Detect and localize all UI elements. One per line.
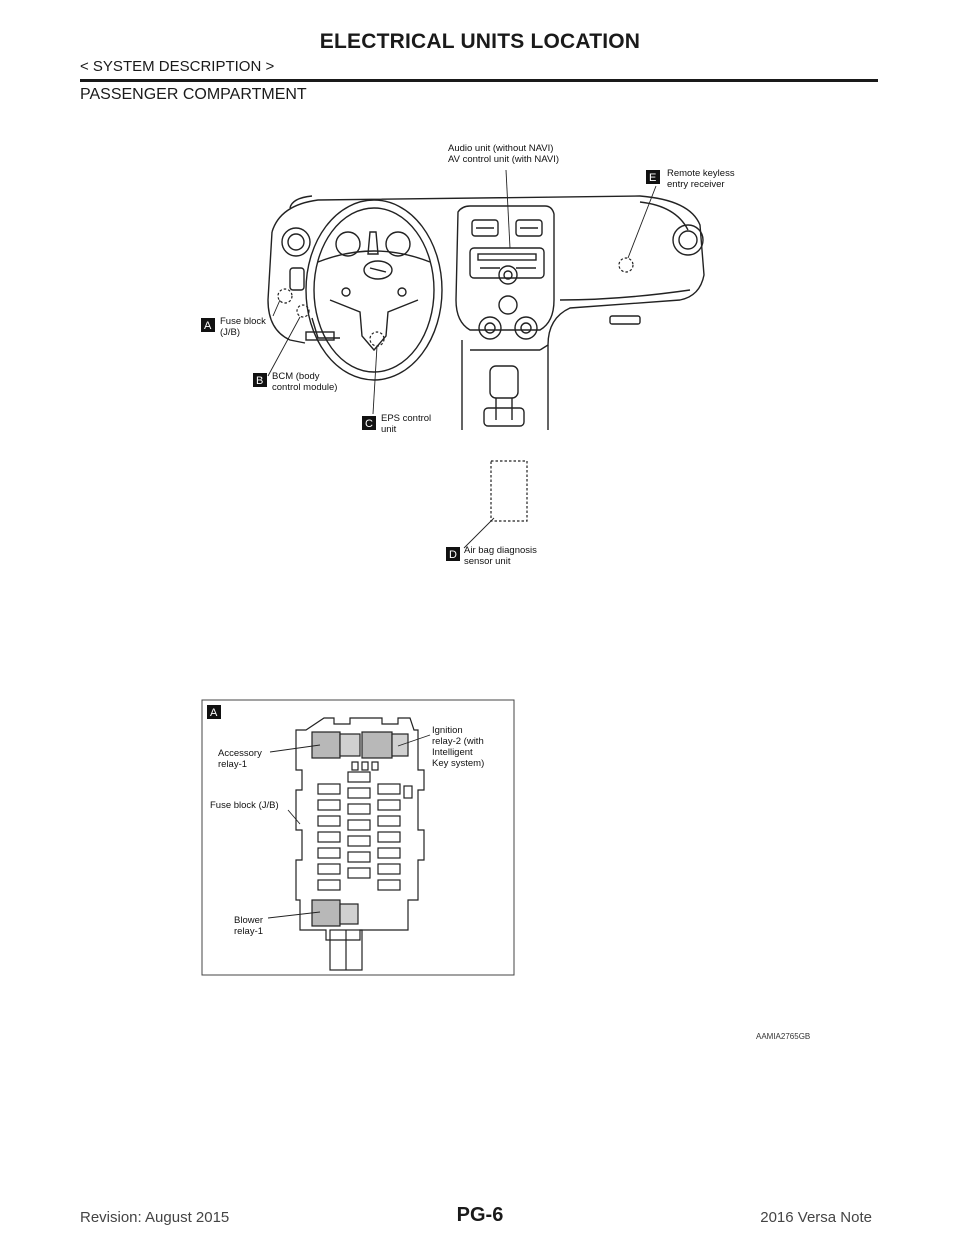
accessory-relay-label-line2: relay-1: [218, 759, 247, 770]
callout-d: D Air bag diagnosis sensor unit: [446, 545, 537, 567]
callout-a-letter: A: [204, 320, 212, 332]
bcm-label-line2: control module): [272, 382, 337, 393]
callout-a-tag: [201, 318, 215, 332]
ignition-relay-label-line1: Ignition: [432, 725, 463, 736]
eps-label-line2: unit: [381, 424, 397, 435]
eps-label-line1: EPS control: [381, 413, 431, 424]
blower-relay-label-line2: relay-1: [234, 926, 263, 937]
dashboard-illustration: [267, 169, 705, 549]
ignition-relay-label-line4: Key system): [432, 758, 484, 769]
page-title: ELECTRICAL UNITS LOCATION: [319, 30, 641, 53]
header-rule: [80, 79, 878, 82]
airbag-label-line1: Air bag diagnosis: [464, 545, 537, 556]
audio-unit-label-line1: Audio unit (without NAVI): [448, 143, 553, 154]
ignition-relay-label-line3: Intelligent: [432, 747, 473, 758]
airbag-label-line2: sensor unit: [464, 556, 511, 567]
callout-c: C EPS control unit: [362, 413, 431, 435]
bcm-label-line1: BCM (body: [272, 371, 320, 382]
footer-model: 2016 Versa Note: [760, 1209, 872, 1226]
ignition-relay-label-line2: relay-2 (with: [432, 736, 484, 747]
remote-keyless-label-line2: entry receiver: [667, 179, 725, 190]
subsection-title: PASSENGER COMPARTMENT: [80, 86, 307, 103]
callout-e: E Remote keyless entry receiver: [646, 168, 735, 190]
callout-d-letter: D: [449, 549, 457, 561]
callout-c-tag: [362, 416, 376, 430]
callout-a: A Fuse block (J/B): [201, 316, 266, 338]
fuse-block-drawing: [267, 717, 431, 971]
footer-revision: Revision: August 2015: [80, 1209, 230, 1226]
figure-image-id: AAMIA2765GB: [756, 1032, 811, 1041]
blower-relay-label-line1: Blower: [234, 915, 263, 926]
audio-unit-label-line2: AV control unit (with NAVI): [448, 154, 559, 165]
callout-c-letter: C: [365, 418, 373, 430]
callout-e-tag: [646, 170, 660, 184]
footer-page-number: PG-6: [456, 1204, 504, 1226]
detail-a-letter: A: [210, 707, 218, 719]
callout-d-tag: [446, 547, 460, 561]
detail-fuse-block-label: Fuse block (J/B): [210, 800, 279, 811]
fuse-block-detail: A: [201, 699, 515, 976]
fuse-block-label-line2: (J/B): [220, 327, 240, 338]
callout-b-tag: [253, 373, 267, 387]
remote-keyless-label-line1: Remote keyless: [667, 168, 735, 179]
detail-a-tag: [207, 705, 221, 719]
callout-audio-unit: Audio unit (without NAVI) AV control uni…: [448, 143, 559, 165]
callout-e-letter: E: [649, 172, 656, 184]
detail-frame: [201, 699, 515, 976]
callout-b: B BCM (body control module): [253, 371, 337, 393]
callout-b-letter: B: [256, 375, 263, 387]
section-label: < SYSTEM DESCRIPTION >: [80, 58, 275, 75]
accessory-relay-label-line1: Accessory: [218, 748, 262, 759]
fuse-block-label-line1: Fuse block: [220, 316, 266, 327]
